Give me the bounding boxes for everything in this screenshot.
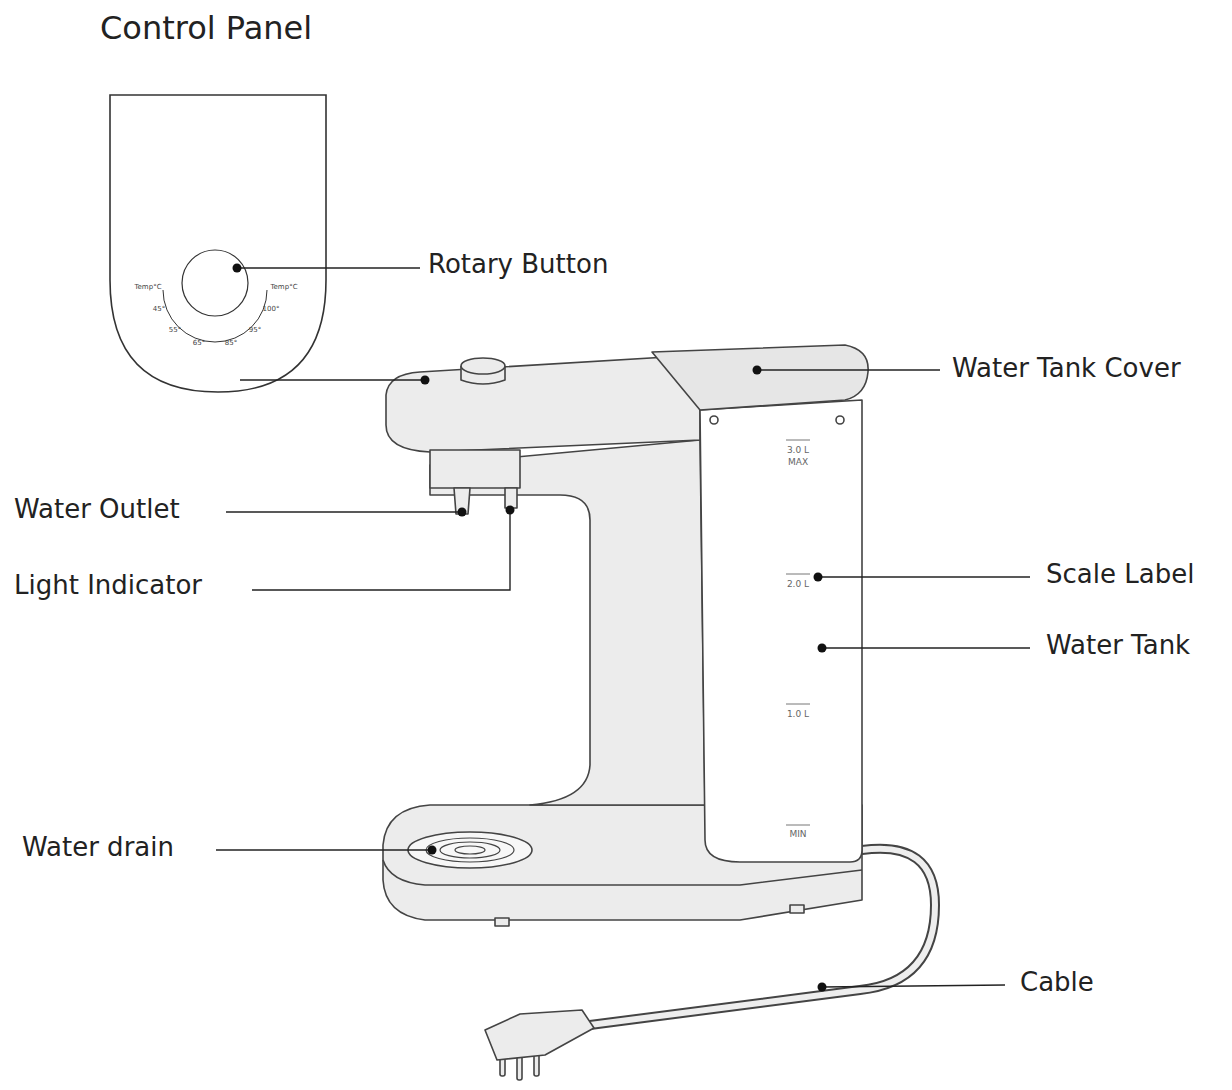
dial-circle [182,250,248,316]
head [386,355,700,452]
part-name: Cable [1020,968,1094,998]
drain-ring [440,842,500,858]
part-name: Water Tank [1046,631,1190,661]
scale-mark-text: MIN [789,829,806,839]
dial-value: 100° [263,305,280,313]
scale-mark-text: 3.0 L [787,445,809,455]
dial-value: 95° [249,326,261,334]
part-name: Rotary Button [428,250,608,280]
dial-value: 65° [193,339,205,347]
dial-value: 85° [225,339,237,347]
part-name: Water drain [22,833,174,863]
rotary-knob-top [461,358,505,374]
leader-lines [216,268,1030,987]
panel-outline [110,95,326,392]
dial-label: Temp°C [270,283,297,291]
control-panel-inset [110,95,326,392]
plug-pin [517,1056,522,1080]
tank-screw [710,416,718,424]
part-name: Water Outlet [14,495,180,525]
water-tank [700,400,862,862]
dial-value: 45° [153,305,165,313]
light-indicator [505,488,517,508]
foot [495,918,509,926]
plug [485,1010,594,1060]
part-name: Light Indicator [14,571,202,601]
nozzle-block [430,450,520,488]
drain-ring [426,838,514,862]
leader-dots [233,264,827,992]
scale-marks [786,440,810,825]
scale-mark-text: 1.0 L [787,709,809,719]
water-tank-cover [652,345,868,410]
inset-title: Control Panel [100,10,312,47]
part-name: Scale Label [1046,560,1194,590]
foot [790,905,804,913]
column [430,440,705,805]
dial-label: Temp°C [134,283,161,291]
scale-mark-text: 2.0 L [787,579,809,589]
dial-value: 55° [169,326,181,334]
part-name: Water Tank Cover [952,354,1181,384]
drain-ring [455,846,485,854]
scale-mark-text: MAX [788,457,808,467]
dial-arc [163,290,267,342]
tank-screw [836,416,844,424]
